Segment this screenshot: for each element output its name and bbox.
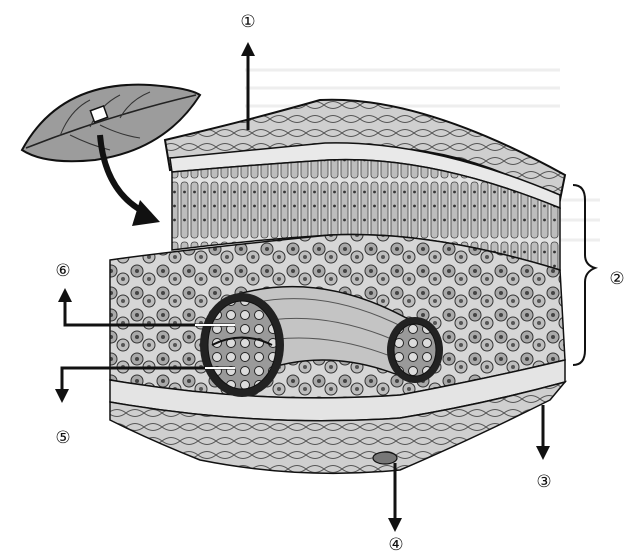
- stoma: [373, 452, 397, 464]
- bracket-2: [573, 185, 595, 365]
- label-4: ④: [388, 535, 403, 555]
- label-5: ⑤: [55, 428, 70, 448]
- vascular-bundle-left: [200, 293, 284, 397]
- label-3: ③: [536, 472, 551, 492]
- label-2: ②: [609, 269, 624, 289]
- vascular-bundle-right: [387, 317, 443, 383]
- label-6: ⑥: [55, 261, 70, 281]
- label-1: ①: [240, 12, 255, 32]
